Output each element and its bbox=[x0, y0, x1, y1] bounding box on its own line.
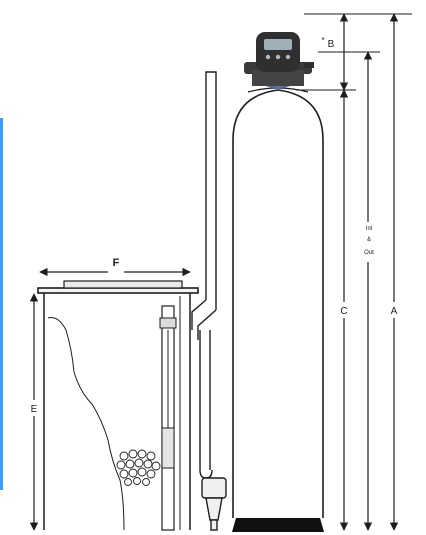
valve-display-icon bbox=[264, 39, 292, 50]
label-b-marker: * bbox=[321, 36, 324, 45]
brine-tank bbox=[37, 280, 199, 531]
label-e: E bbox=[31, 404, 38, 415]
mineral-tank-body bbox=[232, 89, 324, 518]
mineral-tank-base bbox=[232, 518, 324, 532]
label-f: F bbox=[113, 257, 120, 269]
brine-line bbox=[191, 71, 217, 340]
salt-pellets bbox=[116, 449, 161, 486]
label-c: C bbox=[340, 306, 347, 317]
brine-tank-lid bbox=[37, 287, 199, 294]
brine-well bbox=[161, 305, 175, 531]
label-a: A bbox=[391, 306, 398, 317]
label-inlet-outlet-1: Inl bbox=[366, 226, 372, 232]
drain-line bbox=[199, 330, 227, 531]
label-b: B bbox=[328, 39, 335, 50]
dimension-lines bbox=[29, 13, 412, 531]
control-valve-head bbox=[244, 32, 314, 88]
left-edge-accent bbox=[0, 118, 3, 490]
label-inlet-outlet-3: Out bbox=[364, 250, 374, 256]
mineral-tank bbox=[232, 87, 324, 532]
salt-level-line bbox=[47, 317, 125, 531]
bypass-fitting bbox=[201, 477, 227, 499]
label-inlet-outlet-2: & bbox=[367, 237, 371, 243]
